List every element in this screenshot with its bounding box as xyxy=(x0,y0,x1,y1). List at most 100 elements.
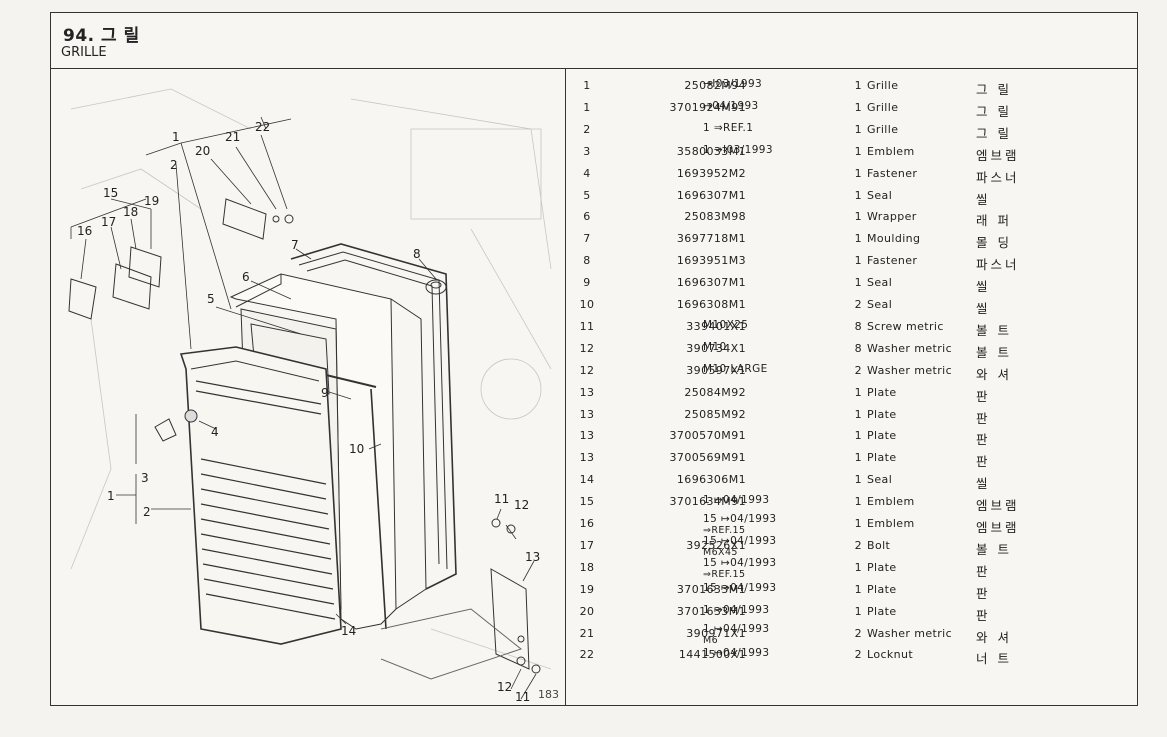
korean-description: 판 xyxy=(976,410,991,426)
remarks: 1 ↦04/1993 xyxy=(703,648,853,659)
callout-12b: 12 xyxy=(497,680,512,694)
item-number: 16 xyxy=(579,517,595,530)
korean-description: 볼 트 xyxy=(976,322,1012,338)
quantity: 1 xyxy=(854,495,862,509)
quantity: 1 xyxy=(854,560,862,574)
remark-line-1: ↦04/1993 xyxy=(703,99,759,112)
korean-description: 엠브램 xyxy=(976,147,1020,163)
callout-11: 11 xyxy=(494,492,509,506)
korean-description: 볼 트 xyxy=(976,344,1012,360)
part-number: 3701924M91 xyxy=(669,100,746,114)
item-number: 17 xyxy=(579,538,595,552)
quantity: 2 xyxy=(854,538,862,552)
quantity: 1 xyxy=(854,451,862,465)
part-number: 1696308M1 xyxy=(676,298,746,311)
remark-line-1: 15 ↦04/1993 xyxy=(703,556,777,569)
callout-10: 10 xyxy=(349,442,364,456)
item-number: 20 xyxy=(579,604,595,618)
quantity: 1 xyxy=(854,385,862,399)
remarks: 1 ⇒REF.1 xyxy=(703,122,853,134)
callout-16: 16 xyxy=(77,224,92,238)
remark-line-1: M10 LARGE xyxy=(703,362,768,375)
korean-description: 판 xyxy=(976,454,991,470)
part-number: 3700569M91 xyxy=(669,451,746,465)
description: Seal xyxy=(867,298,893,311)
item-number: 18 xyxy=(579,560,595,574)
callout-4: 4 xyxy=(211,425,219,439)
part-number: 25084M92 xyxy=(684,385,746,399)
part-number: 390597X1 xyxy=(686,363,746,377)
part-number: 3697718M1 xyxy=(676,232,746,246)
part-number: 25082M94 xyxy=(684,79,746,92)
quantity: 1 xyxy=(854,407,862,421)
quantity: 1 xyxy=(854,582,862,596)
description: Plate xyxy=(867,407,897,421)
callout-6: 6 xyxy=(242,270,250,284)
quantity: 1 xyxy=(854,604,862,618)
quantity: 1 xyxy=(854,166,862,180)
part-number: 1441500X1 xyxy=(678,648,746,662)
item-number: 2 xyxy=(583,122,591,136)
description: Washer metric xyxy=(867,341,953,355)
remarks: M10 LARGE xyxy=(703,362,853,375)
description: Screw metric xyxy=(867,319,944,333)
korean-description: 그 릴 xyxy=(976,103,1012,119)
item-number: 19 xyxy=(579,582,595,596)
remarks: 15 ↦04/1993⇒REF.15 xyxy=(703,514,853,537)
item-number: 4 xyxy=(583,166,591,180)
callout-1: 1 xyxy=(172,130,180,144)
korean-description: 씰 xyxy=(976,279,991,295)
part-number: 1693952M2 xyxy=(676,166,746,180)
quantity: 1 xyxy=(854,276,862,290)
description: Locknut xyxy=(867,648,914,662)
quantity: 1 xyxy=(854,79,862,92)
callout-11b: 11 xyxy=(515,690,530,704)
callout-5: 5 xyxy=(207,292,215,306)
item-number: 11 xyxy=(579,319,595,333)
remarks: ↦04/1993 xyxy=(703,99,853,112)
quantity: 2 xyxy=(854,363,862,377)
korean-description: 판 xyxy=(976,563,991,579)
quantity: 2 xyxy=(854,626,862,640)
item-number: 3 xyxy=(583,144,591,158)
item-number: 1 xyxy=(583,100,591,114)
remarks: 1 ↦04/1993 xyxy=(703,495,853,506)
quantity: 8 xyxy=(854,341,862,355)
description: Plate xyxy=(867,451,897,465)
callout-7: 7 xyxy=(291,238,299,252)
callout-18: 18 xyxy=(123,205,138,219)
korean-description: 와 셔 xyxy=(976,629,1012,645)
callout-13: 13 xyxy=(525,550,540,564)
korean-description: 판 xyxy=(976,388,991,404)
remark-line-1: M10 xyxy=(703,340,727,353)
item-number: 13 xyxy=(579,429,595,443)
callout-2: 2 xyxy=(170,158,178,172)
page-number: 183 xyxy=(538,688,559,701)
quantity: 1 xyxy=(854,429,862,443)
description: Fastener xyxy=(867,254,918,268)
item-number: 7 xyxy=(583,232,591,246)
callout-2b: 2 xyxy=(143,505,151,519)
remarks: 1 ↦04/1993 xyxy=(703,604,853,616)
part-number: 1696307M1 xyxy=(676,188,746,202)
callout-14: 14 xyxy=(341,624,356,638)
korean-description: 씰 xyxy=(976,476,991,492)
description: Wrapper xyxy=(867,210,917,224)
item-number: 14 xyxy=(579,473,595,487)
part-number: 390971X1 xyxy=(686,626,746,640)
description: Plate xyxy=(867,604,897,618)
korean-description: 엠브램 xyxy=(976,520,1020,535)
part-number: 392526X1 xyxy=(686,538,746,552)
remark-line-1: 1 ↦04/1993 xyxy=(703,622,770,635)
remark-line-1: →I03/1993 xyxy=(703,78,763,90)
callout-19: 19 xyxy=(144,194,159,208)
